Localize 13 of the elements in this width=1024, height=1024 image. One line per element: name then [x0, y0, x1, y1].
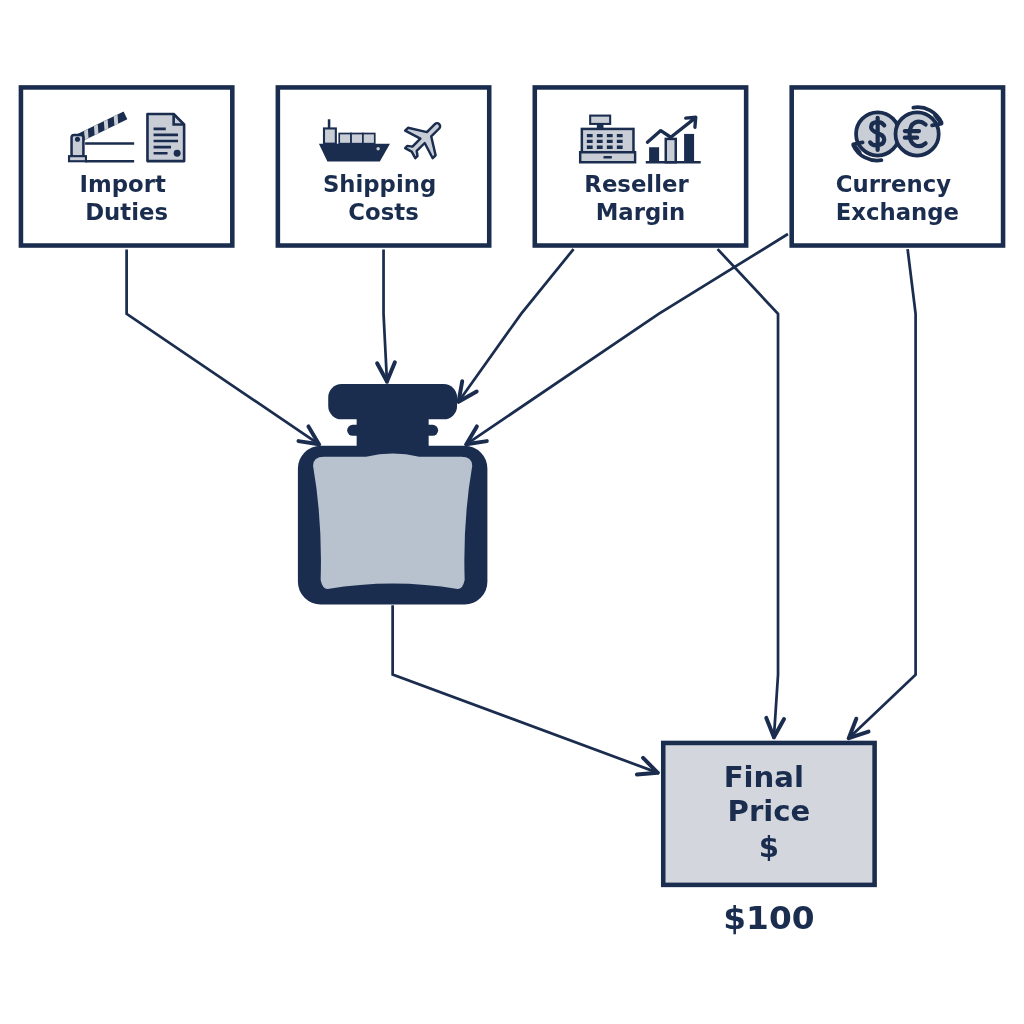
arrow — [846, 249, 917, 741]
arrow — [375, 249, 397, 384]
arrow — [716, 248, 786, 740]
node-label: Shipping Costs — [321, 171, 438, 226]
node-label: Currency Exchange — [834, 171, 961, 226]
node-label: Final Price $ — [722, 759, 812, 865]
arrow — [391, 605, 660, 777]
arrow — [456, 248, 575, 405]
value-label: $100 — [723, 898, 815, 937]
node-label: Reseller Margin — [583, 171, 690, 226]
arrow — [125, 249, 322, 447]
node-label: Import Duties — [78, 171, 170, 226]
arrow — [463, 232, 789, 447]
